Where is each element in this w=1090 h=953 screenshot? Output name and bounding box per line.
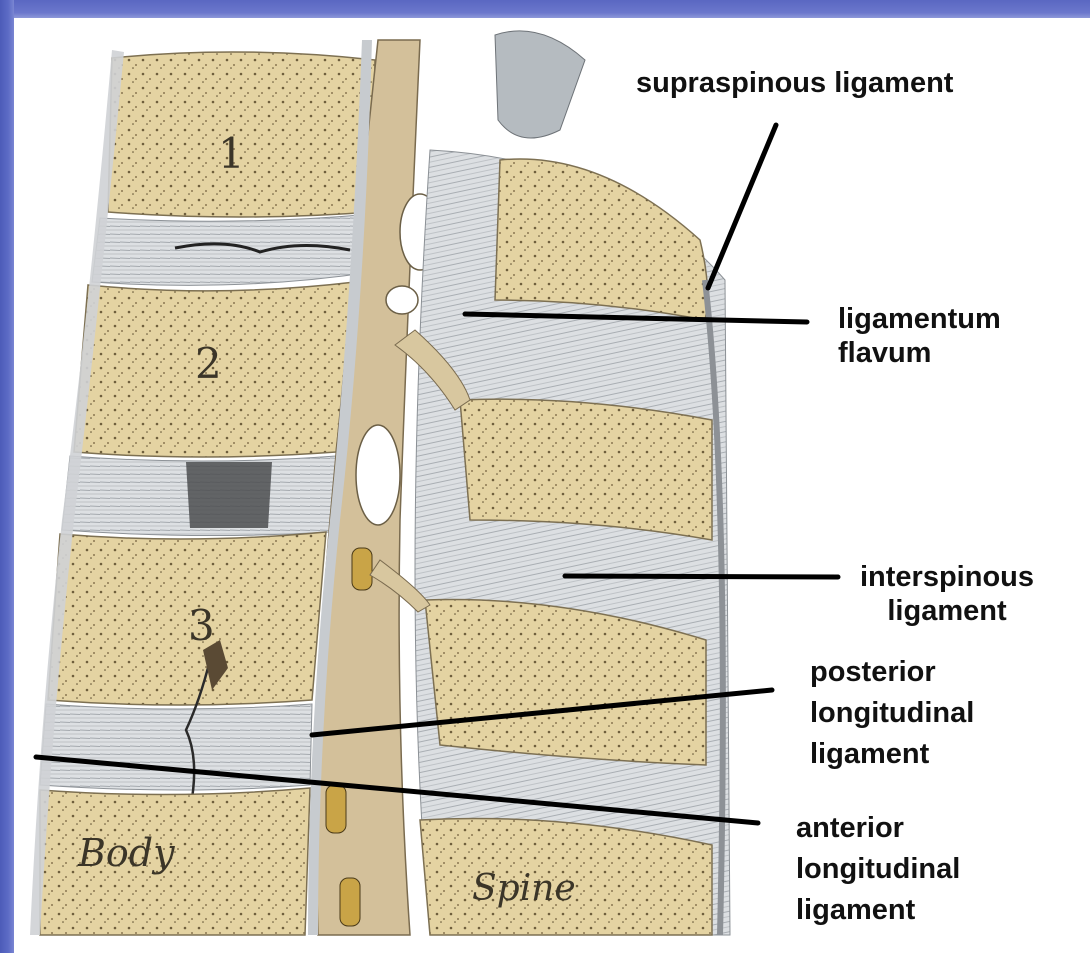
spinous-process-1 bbox=[495, 159, 708, 320]
foramen-3 bbox=[356, 425, 400, 525]
label-posterior-longitudinal-ligament: posterior longitudinal ligament bbox=[810, 652, 974, 775]
vertebra-number-2: 2 bbox=[195, 339, 222, 388]
foramen-2 bbox=[386, 286, 418, 314]
spinous-processes bbox=[370, 31, 730, 935]
leader-supraspinous bbox=[708, 125, 776, 288]
spinous-process-2 bbox=[460, 399, 712, 540]
label-supraspinous-ligament: supraspinous ligament bbox=[636, 66, 953, 100]
label-interspinous-ligament: interspinous ligament bbox=[860, 560, 1034, 628]
intervertebral-disc-1 bbox=[92, 214, 372, 285]
spine-region-label: Spine bbox=[472, 868, 576, 909]
body-region-label: Body bbox=[77, 831, 175, 875]
vertebral-body-3 bbox=[48, 532, 326, 705]
label-ligamentum-flavum: ligamentum flavum bbox=[838, 302, 1001, 370]
leader-interspinous bbox=[565, 576, 838, 577]
label-anterior-longitudinal-ligament: anterior longitudinal ligament bbox=[796, 808, 960, 931]
vertebra-number-1: 1 bbox=[218, 129, 245, 178]
vertebra-number-3: 3 bbox=[188, 601, 215, 650]
